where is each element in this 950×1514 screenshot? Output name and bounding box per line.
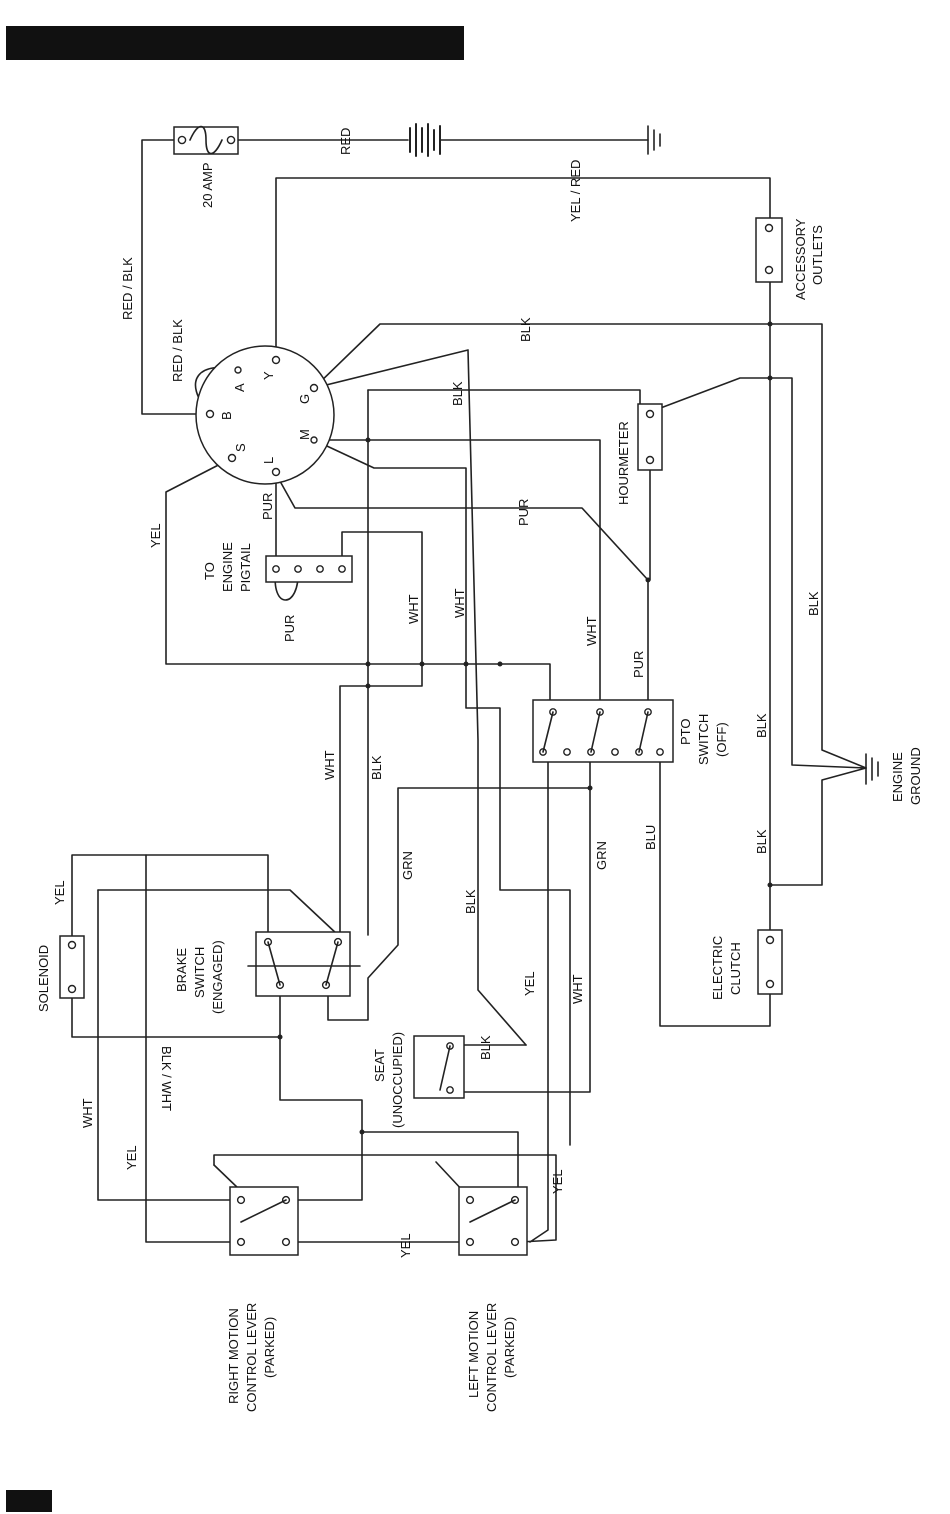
svg-text:ENGINE: ENGINE — [890, 752, 905, 802]
header-bar — [6, 26, 464, 60]
svg-text:WHT: WHT — [406, 594, 421, 624]
electric-clutch-label: ELECTRIC CLUTCH — [710, 936, 743, 1000]
svg-text:RIGHT MOTION: RIGHT MOTION — [226, 1308, 241, 1404]
svg-text:RED / BLK: RED / BLK — [120, 257, 135, 320]
svg-text:LEFT MOTION: LEFT MOTION — [466, 1311, 481, 1398]
fuse-label: 20 AMP — [200, 162, 215, 208]
fuse — [173, 125, 239, 155]
svg-text:GRN: GRN — [400, 851, 415, 880]
svg-text:BLK: BLK — [450, 381, 465, 406]
right-motion-lever — [229, 1186, 299, 1256]
svg-text:WHT: WHT — [584, 616, 599, 646]
svg-text:YEL / RED: YEL / RED — [568, 160, 583, 222]
svg-text:S: S — [233, 443, 248, 452]
seat-switch-label: SEAT (UNOCCUPIED) — [372, 1032, 405, 1128]
svg-text:PUR: PUR — [282, 615, 297, 642]
accessory-outlets — [755, 217, 783, 283]
pto-switch-label: PTO SWITCH (OFF) — [678, 714, 729, 765]
svg-text:A: A — [232, 383, 247, 392]
accessory-outlets-label: ACCESSORY OUTLETS — [793, 218, 825, 300]
seat-switch — [413, 1035, 465, 1099]
svg-text:TO: TO — [202, 562, 217, 580]
engine-pigtail — [265, 555, 353, 583]
ignition-switch — [195, 345, 335, 485]
svg-text:OUTLETS: OUTLETS — [810, 225, 825, 285]
svg-text:GROUND: GROUND — [908, 747, 923, 805]
splice-dots — [277, 321, 773, 1135]
engine-ground-icon — [865, 753, 879, 785]
svg-text:YEL: YEL — [124, 1145, 139, 1170]
right-motion-lever-label: RIGHT MOTION CONTROL LEVER (PARKED) — [226, 1303, 277, 1412]
svg-text:WHT: WHT — [570, 974, 585, 1004]
svg-text:(OFF): (OFF) — [714, 722, 729, 757]
svg-text:BLK: BLK — [754, 829, 769, 854]
svg-text:L: L — [261, 457, 276, 464]
electric-clutch — [757, 929, 783, 995]
svg-text:YEL: YEL — [148, 523, 163, 548]
svg-text:PUR: PUR — [516, 499, 531, 526]
ground-icon-top — [647, 125, 661, 155]
solenoid-label: SOLENOID — [36, 945, 51, 1012]
ignition-terminal-labels: B A Y G S L M — [219, 371, 312, 464]
svg-text:BLK: BLK — [369, 755, 384, 780]
svg-text:Y: Y — [261, 371, 276, 380]
svg-text:WHT: WHT — [80, 1098, 95, 1128]
svg-text:M: M — [297, 429, 312, 440]
engine-pigtail-label: TO ENGINE PIGTAIL — [202, 542, 253, 592]
left-motion-lever-label: LEFT MOTION CONTROL LEVER (PARKED) — [466, 1303, 517, 1412]
svg-text:(PARKED): (PARKED) — [262, 1317, 277, 1378]
svg-text:(ENGAGED): (ENGAGED) — [210, 940, 225, 1014]
svg-text:(UNOCCUPIED): (UNOCCUPIED) — [390, 1032, 405, 1128]
svg-text:CONTROL LEVER: CONTROL LEVER — [484, 1303, 499, 1412]
brake-switch — [247, 931, 361, 997]
svg-text:RED: RED — [338, 128, 353, 155]
svg-text:YEL: YEL — [550, 1169, 565, 1194]
svg-text:B: B — [219, 411, 234, 420]
solenoid — [59, 935, 85, 999]
svg-text:CLUTCH: CLUTCH — [728, 942, 743, 995]
svg-text:PUR: PUR — [260, 493, 275, 520]
svg-text:BLK: BLK — [463, 889, 478, 914]
svg-text:ACCESSORY: ACCESSORY — [793, 218, 808, 300]
engine-ground-label: ENGINE GROUND — [890, 747, 923, 805]
svg-text:GRN: GRN — [594, 841, 609, 870]
svg-text:ELECTRIC: ELECTRIC — [710, 936, 725, 1000]
svg-text:BLU: BLU — [643, 825, 658, 850]
svg-text:PIGTAIL: PIGTAIL — [238, 543, 253, 592]
svg-text:CONTROL LEVER: CONTROL LEVER — [244, 1303, 259, 1412]
svg-text:RED / BLK: RED / BLK — [170, 319, 185, 382]
svg-text:WHT: WHT — [322, 750, 337, 780]
svg-text:YEL: YEL — [52, 880, 67, 905]
page-footer-tab — [6, 1490, 52, 1512]
svg-text:PTO: PTO — [678, 719, 693, 746]
svg-text:WHT: WHT — [452, 588, 467, 618]
svg-text:ENGINE: ENGINE — [220, 542, 235, 592]
svg-text:SWITCH: SWITCH — [192, 947, 207, 998]
wire-labels: RED YEL / RED RED / BLK RED / BLK BLK BL… — [52, 128, 821, 1258]
svg-text:BRAKE: BRAKE — [174, 948, 189, 992]
svg-text:YEL: YEL — [522, 971, 537, 996]
svg-text:BLK: BLK — [754, 713, 769, 738]
svg-text:BLK / WHT: BLK / WHT — [159, 1046, 174, 1111]
battery-icon — [409, 123, 441, 157]
svg-text:YEL: YEL — [398, 1233, 413, 1258]
hourmeter — [637, 403, 663, 471]
svg-text:BLK: BLK — [518, 317, 533, 342]
brake-switch-label: BRAKE SWITCH (ENGAGED) — [174, 940, 225, 1014]
svg-text:G: G — [297, 394, 312, 404]
svg-text:SEAT: SEAT — [372, 1049, 387, 1082]
left-motion-lever — [458, 1186, 528, 1256]
svg-text:BLK: BLK — [806, 591, 821, 616]
svg-text:BLK: BLK — [478, 1035, 493, 1060]
pto-switch — [532, 699, 674, 763]
svg-text:PUR: PUR — [631, 651, 646, 678]
svg-text:(PARKED): (PARKED) — [502, 1317, 517, 1378]
svg-text:SWITCH: SWITCH — [696, 714, 711, 765]
wires — [71, 139, 867, 1243]
hourmeter-label: HOURMETER — [616, 421, 631, 505]
